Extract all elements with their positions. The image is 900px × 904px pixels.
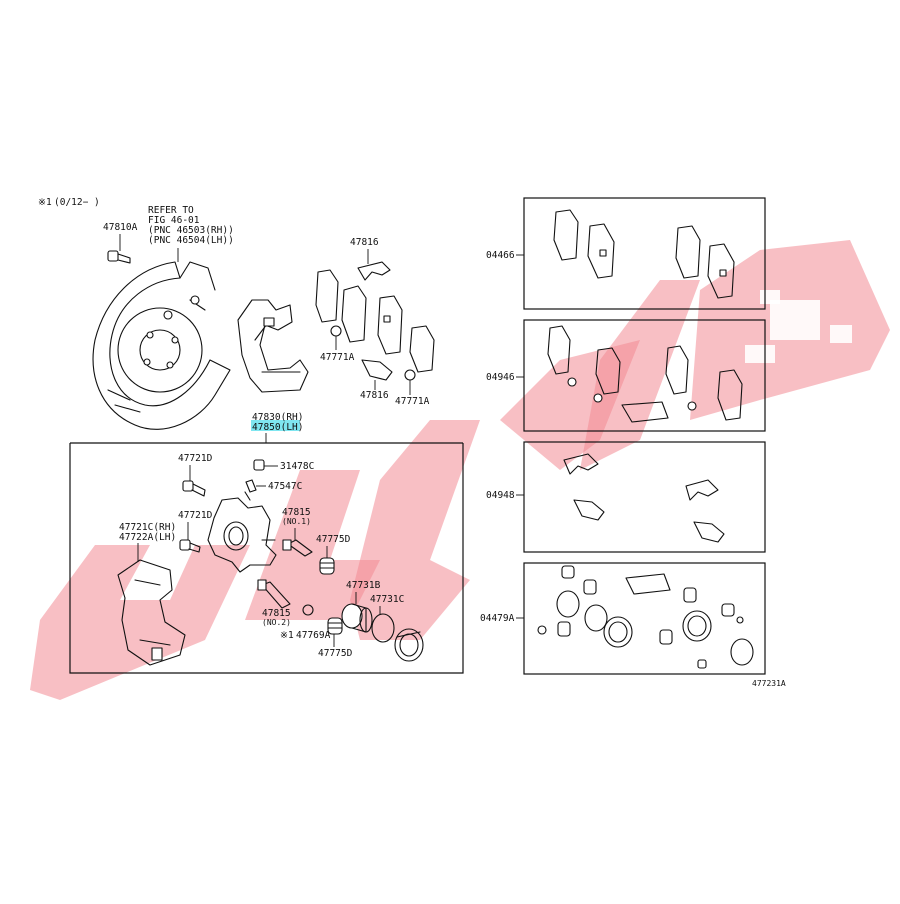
label-31478C: 31478C bbox=[280, 461, 314, 472]
bolt-47721D-mid bbox=[179, 539, 201, 553]
kit-code-04946: 04946 bbox=[486, 372, 515, 383]
label-47775D-bottom: 47775D bbox=[318, 648, 353, 659]
label-47775D-top: 47775D bbox=[316, 534, 351, 545]
highlight-47850 bbox=[251, 420, 300, 431]
note-range: (0/12− ) bbox=[54, 197, 100, 208]
label-47830: 47830(RH) bbox=[252, 412, 303, 423]
label-47815-no1: 47815 bbox=[282, 507, 311, 518]
kit-04466-parts bbox=[553, 209, 735, 299]
brake-pads-top bbox=[315, 269, 435, 373]
label-47771A-left: 47771A bbox=[320, 352, 355, 363]
label-47721C: 47721C(RH) bbox=[119, 522, 176, 533]
label-47722A: 47722A(LH) bbox=[119, 532, 176, 543]
label-47731C: 47731C bbox=[370, 594, 404, 605]
label-47850[interactable]: 47850(LH) bbox=[252, 422, 303, 433]
boot-47775D-top bbox=[319, 557, 335, 575]
refer-line-4: (PNC 46504(LH)) bbox=[148, 235, 234, 246]
label-47769A: 47769A bbox=[296, 630, 331, 641]
note-mark: ※1 bbox=[38, 197, 52, 208]
kit-code-04948: 04948 bbox=[486, 490, 515, 501]
caliper-assembly-frame bbox=[69, 443, 464, 674]
kit-04479A-parts bbox=[537, 565, 754, 669]
seal-47731C bbox=[371, 613, 395, 643]
label-47769A-mark: ※1 bbox=[280, 630, 294, 641]
label-47815-no2: 47815 bbox=[262, 608, 291, 619]
label-47731B: 47731B bbox=[346, 580, 381, 591]
bolt-47810A bbox=[107, 250, 131, 264]
kit-box-04946 bbox=[523, 319, 766, 432]
label-47721D-mid: 47721D bbox=[178, 510, 213, 521]
label-47816-top: 47816 bbox=[350, 237, 379, 248]
slide-pin-no1 bbox=[282, 539, 313, 557]
clip-47771A-right bbox=[404, 369, 416, 381]
kit-box-04466 bbox=[523, 197, 766, 310]
label-47810A: 47810A bbox=[103, 222, 138, 233]
bolt-47721D-top bbox=[182, 480, 206, 497]
label-47816-bottom: 47816 bbox=[360, 390, 389, 401]
label-47815-no1-sub: (NO.1) bbox=[282, 517, 311, 526]
label-47547C: 47547C bbox=[268, 481, 302, 492]
pad-shim-bottom bbox=[361, 359, 393, 381]
label-47721D-top: 47721D bbox=[178, 453, 213, 464]
ring-47769A bbox=[302, 604, 314, 616]
kit-04946-parts bbox=[547, 325, 743, 423]
piston-boot bbox=[394, 628, 424, 662]
boot-47775D-bottom bbox=[327, 617, 343, 635]
label-47815-no2-sub: (NO.2) bbox=[262, 618, 291, 627]
kit-04948-parts bbox=[563, 453, 725, 543]
pad-shim-top bbox=[357, 261, 391, 281]
watermark-logo bbox=[30, 240, 890, 700]
bleeder-47547C bbox=[245, 479, 257, 493]
slide-pin-no2 bbox=[257, 579, 291, 609]
piston-47731B bbox=[341, 603, 373, 633]
figure-id: 477231A bbox=[752, 679, 786, 688]
refer-line-3: (PNC 46503(RH)) bbox=[148, 225, 234, 236]
kit-code-04479A: 04479A bbox=[480, 613, 515, 624]
clip-47771A-left bbox=[330, 325, 342, 337]
kit-box-04479A bbox=[523, 562, 766, 675]
backing-plate bbox=[92, 261, 231, 430]
refer-line-1: REFER TO bbox=[148, 205, 194, 216]
refer-line-2: FIG 46-01 bbox=[148, 215, 200, 226]
cap-31478C bbox=[253, 459, 265, 471]
caliper-mounting-bracket bbox=[117, 559, 186, 666]
kit-code-04466: 04466 bbox=[486, 250, 515, 261]
kit-box-04948 bbox=[523, 441, 766, 553]
caliper-mount-bracket bbox=[237, 299, 309, 393]
label-47771A-right: 47771A bbox=[395, 396, 430, 407]
caliper-body bbox=[207, 491, 277, 573]
